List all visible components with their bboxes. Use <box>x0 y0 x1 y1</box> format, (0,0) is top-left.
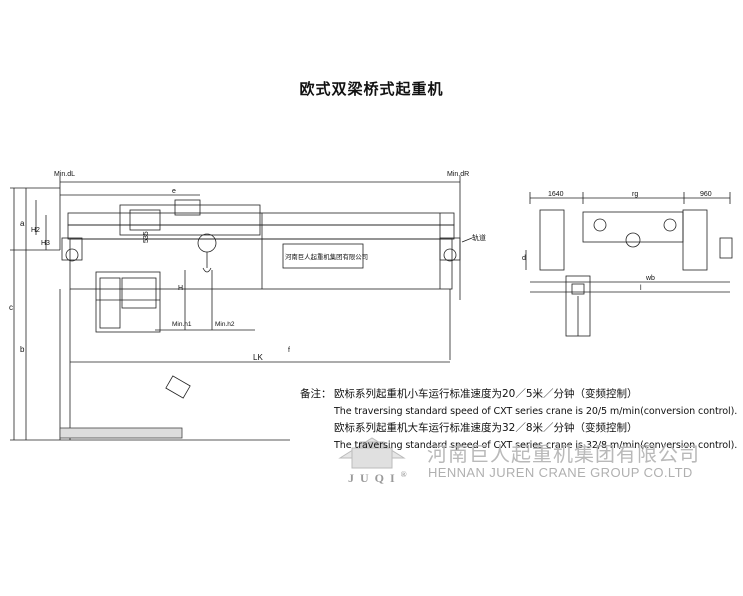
label-lk: LK <box>253 353 263 362</box>
label-b: b <box>20 345 25 354</box>
girder-top <box>67 212 455 226</box>
label-f: f <box>288 347 290 354</box>
label-rg: rg <box>632 191 638 198</box>
registered-mark: ® <box>400 470 407 479</box>
operator-cab <box>95 271 161 333</box>
label-wb: wb <box>645 275 655 282</box>
trolley <box>119 204 261 236</box>
juqi-logo <box>338 437 406 469</box>
note-line1-cn: 欧标系列起重机小车运行标准速度为20／5米／分钟（变频控制） <box>334 388 638 400</box>
label-h2: H2 <box>31 227 40 234</box>
label-min-dl: Min.dL <box>54 171 75 178</box>
watermark-cn: 河南巨人起重机集团有限公司 <box>427 442 700 466</box>
watermark-brand-text: JUQI <box>348 471 401 485</box>
hook-block <box>197 233 217 253</box>
label-h3: H3 <box>41 240 50 247</box>
page-title: 欧式双梁桥式起重机 <box>299 80 444 98</box>
watermark-en: HENNAN JUREN CRANE GROUP CO.LTD <box>428 465 693 480</box>
label-min-h1: Min.h1 <box>172 321 192 328</box>
name-plate <box>282 243 364 269</box>
plate-text: 河南巨人起重机集团有限公司 <box>285 252 368 261</box>
label-1640: 1640 <box>548 191 564 198</box>
right-girder-right <box>682 209 708 271</box>
floor-hatch <box>59 427 183 439</box>
watermark-brand: JUQI® <box>348 470 407 486</box>
label-d: d <box>522 255 526 262</box>
right-trolley <box>582 211 684 243</box>
note-line2-en: The traversing standard speed of CXT ser… <box>334 440 738 451</box>
label-a: a <box>20 219 25 228</box>
load-icon <box>165 375 191 399</box>
note-line1-en: The traversing standard speed of CXT ser… <box>334 406 738 417</box>
right-girder-left <box>539 209 565 271</box>
label-535: 535 <box>143 231 150 243</box>
label-c: c <box>9 303 13 312</box>
label-l: l <box>640 285 642 292</box>
label-e: e <box>172 188 176 195</box>
label-min-dr: Min.dR <box>447 171 469 178</box>
label-min-h2: Min.h2 <box>215 321 235 328</box>
label-960: 960 <box>700 191 712 198</box>
note-line2-cn: 欧标系列起重机大车运行标准速度为32／8米／分钟（变频控制） <box>334 422 638 434</box>
girder-body <box>69 238 453 290</box>
label-rail: 轨道 <box>472 233 486 242</box>
notes-label: 备注： <box>300 388 332 400</box>
label-h: H <box>178 285 183 292</box>
